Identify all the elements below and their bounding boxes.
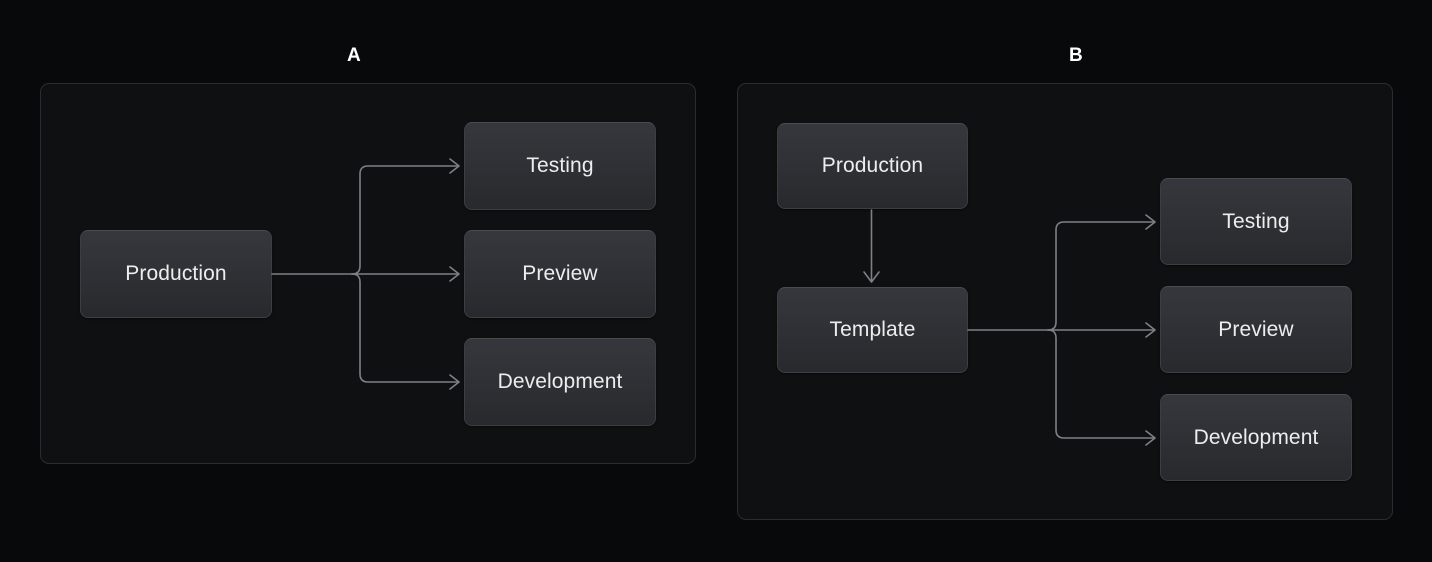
panel-b-title: B: [1068, 45, 1084, 66]
node-b-testing[interactable]: Testing: [1160, 178, 1352, 265]
node-a-testing[interactable]: Testing: [464, 122, 656, 210]
node-a-preview[interactable]: Preview: [464, 230, 656, 318]
node-b-production[interactable]: Production: [777, 123, 968, 209]
node-a-production[interactable]: Production: [80, 230, 272, 318]
node-b-template[interactable]: Template: [777, 287, 968, 373]
node-a-development[interactable]: Development: [464, 338, 656, 426]
panel-a-title: A: [346, 45, 362, 66]
node-b-preview[interactable]: Preview: [1160, 286, 1352, 373]
node-b-development[interactable]: Development: [1160, 394, 1352, 481]
